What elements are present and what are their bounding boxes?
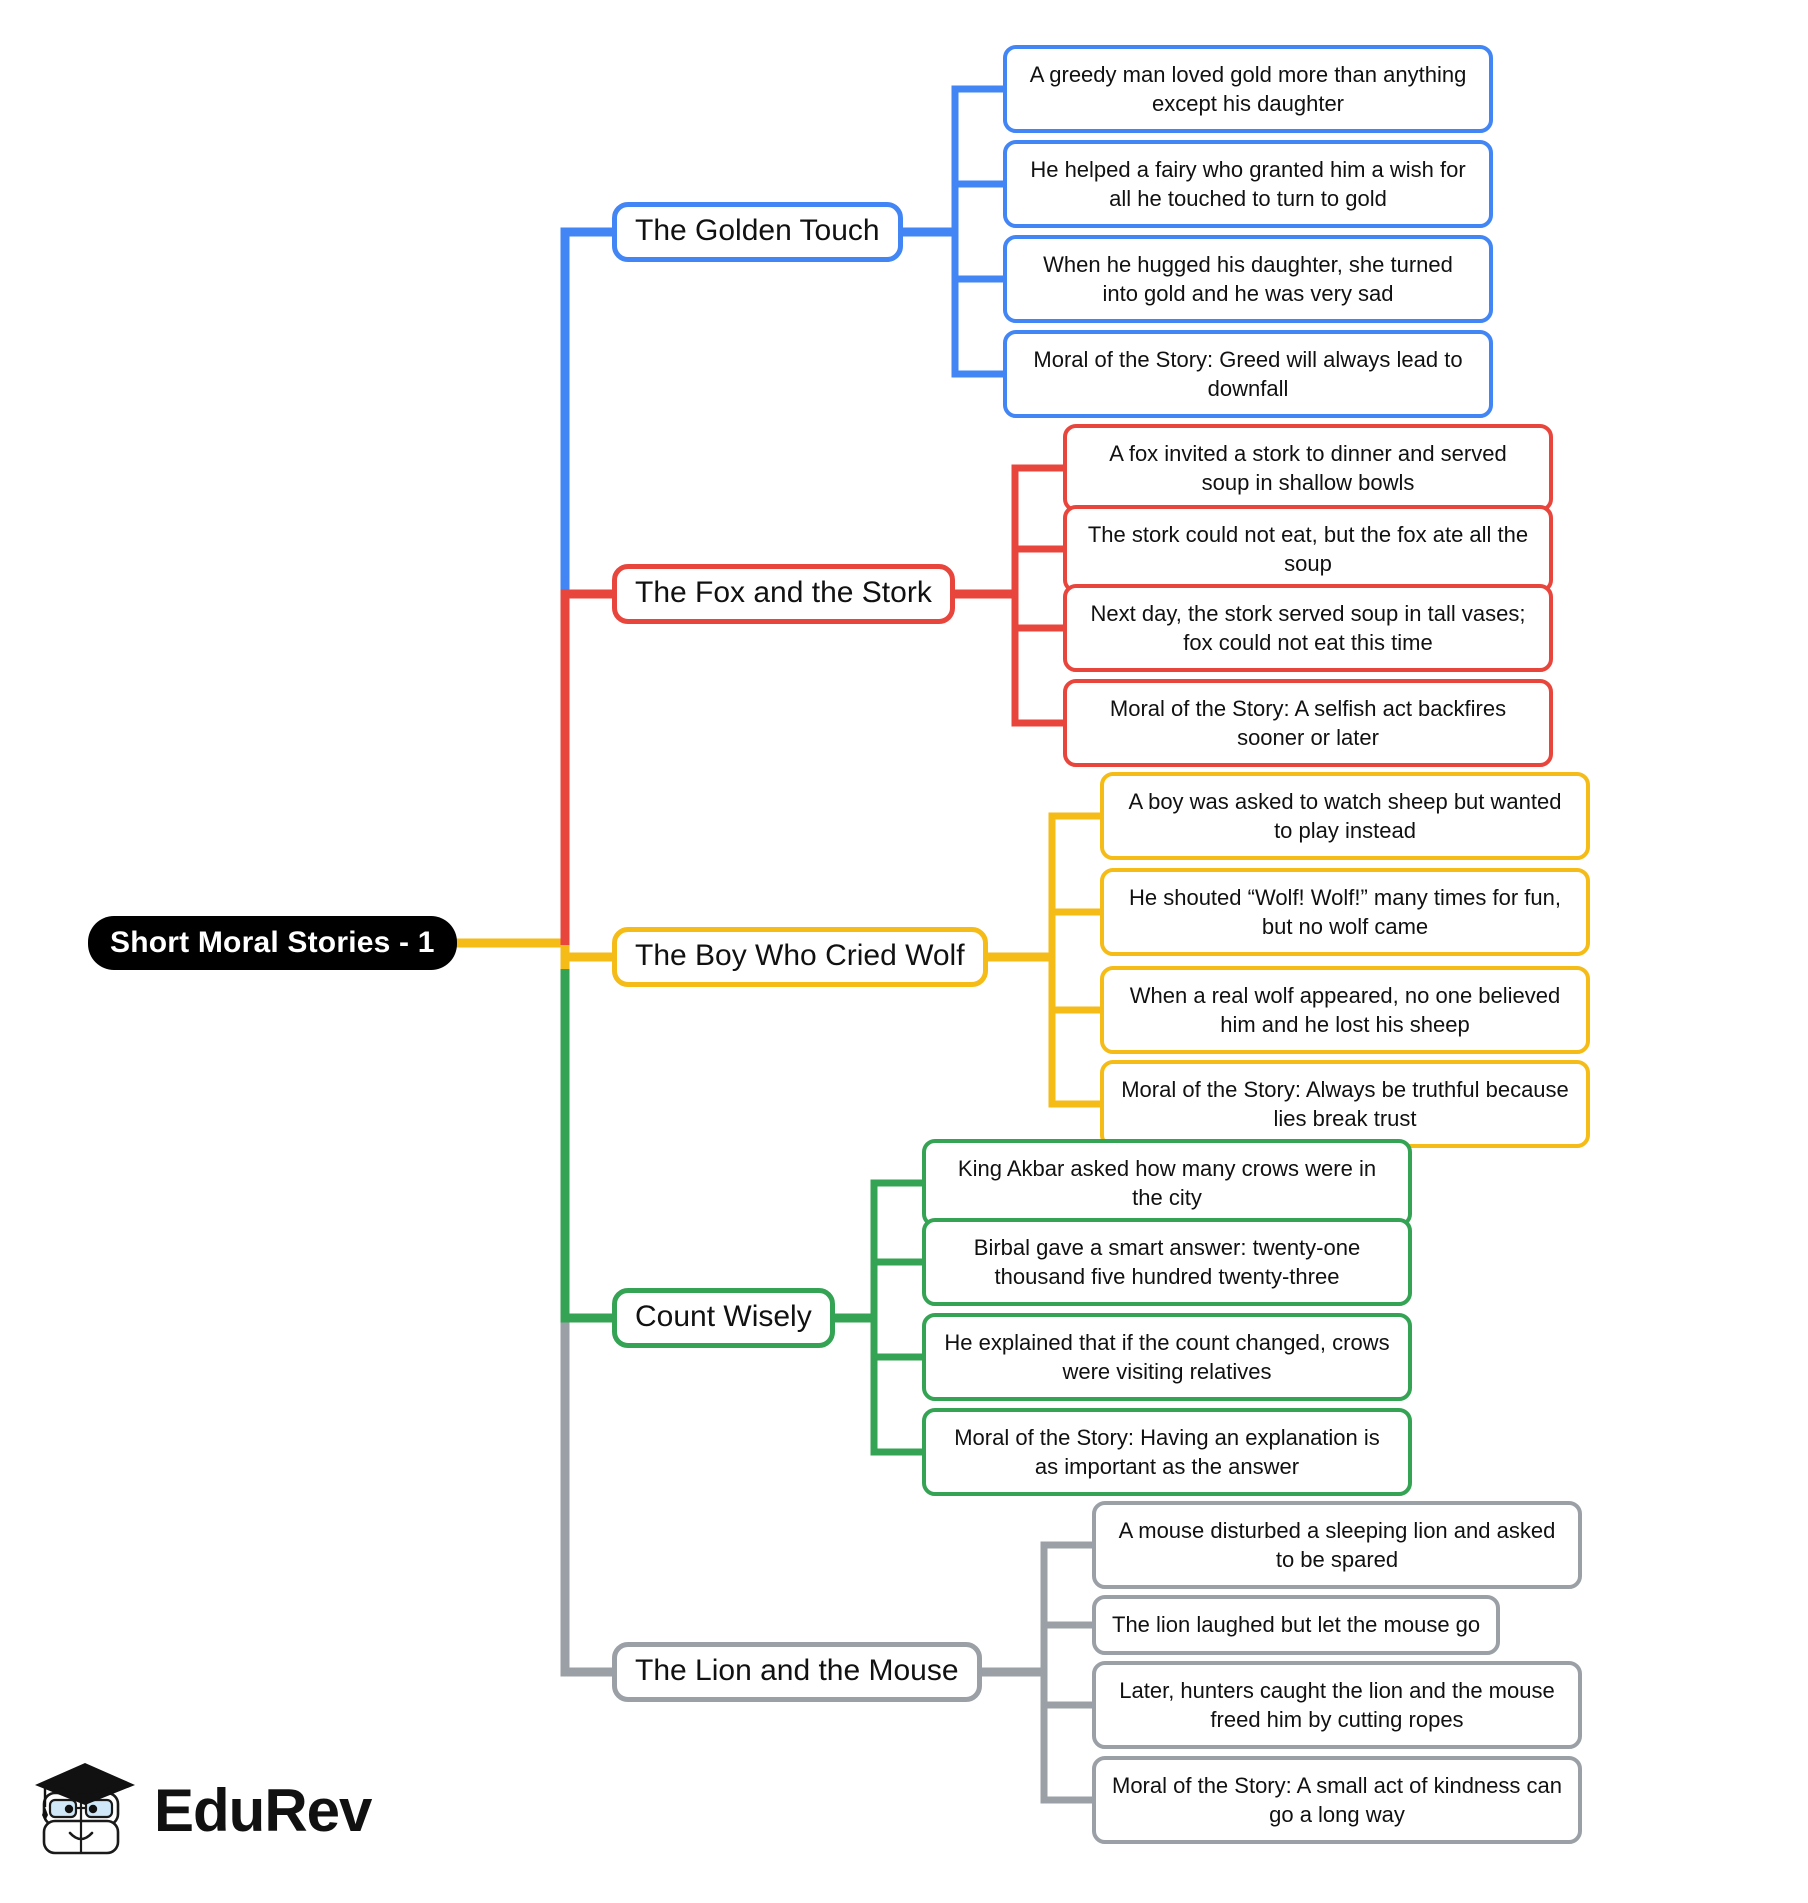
leaf-node-4-4[interactable]: Moral of the Story: Having an explanatio… [922, 1407, 1412, 1497]
leaf-node-5-4[interactable]: Moral of the Story: A small act of kindn… [1092, 1755, 1582, 1845]
branch-node-2[interactable]: The Fox and the Stork [612, 563, 955, 625]
branch-node-1[interactable]: The Golden Touch [612, 201, 903, 263]
leaf-node-4-1[interactable]: King Akbar asked how many crows were in … [922, 1138, 1412, 1228]
leaf-node-2-3[interactable]: Next day, the stork served soup in tall … [1063, 583, 1553, 673]
leaf-node-2-2[interactable]: The stork could not eat, but the fox ate… [1063, 504, 1553, 594]
leaf-node-3-2[interactable]: He shouted “Wolf! Wolf!” many times for … [1100, 867, 1590, 957]
branch-node-3[interactable]: The Boy Who Cried Wolf [612, 926, 988, 988]
leaf-node-2-1[interactable]: A fox invited a stork to dinner and serv… [1063, 423, 1553, 513]
leaf-node-4-3[interactable]: He explained that if the count changed, … [922, 1312, 1412, 1402]
branch-node-5[interactable]: The Lion and the Mouse [612, 1641, 982, 1703]
edurev-logo: EduRev [34, 1755, 372, 1867]
leaf-node-5-2[interactable]: The lion laughed but let the mouse go [1092, 1595, 1501, 1655]
leaf-node-5-3[interactable]: Later, hunters caught the lion and the m… [1092, 1660, 1582, 1750]
leaf-node-5-1[interactable]: A mouse disturbed a sleeping lion and as… [1092, 1500, 1582, 1590]
leaf-node-4-2[interactable]: Birbal gave a smart answer: twenty-one t… [922, 1217, 1412, 1307]
leaf-node-1-1[interactable]: A greedy man loved gold more than anythi… [1003, 44, 1493, 134]
leaf-node-1-3[interactable]: When he hugged his daughter, she turned … [1003, 234, 1493, 324]
branch-node-4[interactable]: Count Wisely [612, 1287, 835, 1349]
edurev-wordmark: EduRev [154, 1777, 372, 1844]
leaf-node-2-4[interactable]: Moral of the Story: A selfish act backfi… [1063, 678, 1553, 768]
root-node[interactable]: Short Moral Stories - 1 [88, 916, 457, 970]
leaf-node-1-2[interactable]: He helped a fairy who granted him a wish… [1003, 139, 1493, 229]
leaf-node-1-4[interactable]: Moral of the Story: Greed will always le… [1003, 329, 1493, 419]
graduation-cap-book-mascot-icon [34, 1755, 138, 1867]
leaf-node-3-1[interactable]: A boy was asked to watch sheep but wante… [1100, 771, 1590, 861]
leaf-node-3-3[interactable]: When a real wolf appeared, no one believ… [1100, 965, 1590, 1055]
leaf-node-3-4[interactable]: Moral of the Story: Always be truthful b… [1100, 1059, 1590, 1149]
